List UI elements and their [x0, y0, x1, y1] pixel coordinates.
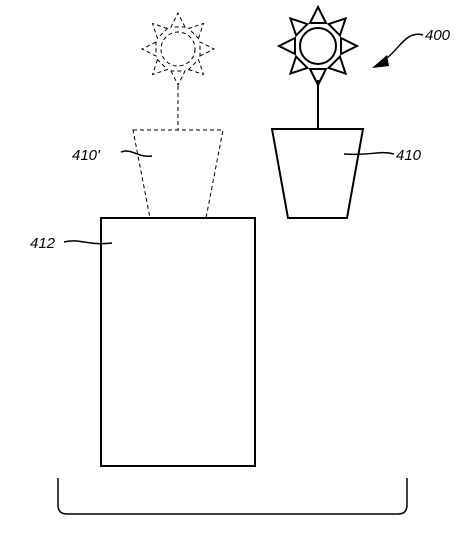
- leader-410: [343, 151, 395, 156]
- flower-center: [160, 31, 196, 67]
- flower-petal: [170, 11, 186, 28]
- ghost-plant: [132, 11, 224, 219]
- flower-petal: [187, 22, 205, 40]
- flower-petal: [308, 4, 328, 24]
- leader-412: [63, 240, 113, 245]
- block-ref-label: 412: [30, 235, 56, 252]
- figure-ref-label: 400: [425, 27, 451, 44]
- flower-petal: [199, 41, 216, 57]
- leader-410-ghost: [120, 150, 153, 157]
- figure-ref-arrow: [372, 33, 424, 68]
- ghost-pot: [132, 129, 224, 219]
- plant-ghost-ref-label: 410': [72, 147, 101, 164]
- flower-petal: [187, 58, 205, 76]
- solid-plant: [270, 4, 365, 219]
- solid-flower-icon: [276, 4, 360, 88]
- flower-petal: [288, 16, 310, 38]
- flower-center: [299, 27, 337, 65]
- flower-petal: [326, 54, 348, 76]
- flower-petal: [326, 16, 348, 38]
- flower-petal: [170, 70, 186, 87]
- flower-petal: [308, 68, 328, 88]
- bottom-bracket: [57, 478, 408, 515]
- flower-petal: [276, 36, 296, 56]
- flower-petal: [151, 22, 169, 40]
- block-412: [100, 217, 256, 467]
- flower-petal: [340, 36, 360, 56]
- flower-petal: [288, 54, 310, 76]
- solid-pot: [270, 128, 365, 219]
- flower-petal: [151, 58, 169, 76]
- ghost-flower-icon: [140, 11, 216, 87]
- plant-ref-label: 410: [396, 147, 422, 164]
- flower-petal: [140, 41, 157, 57]
